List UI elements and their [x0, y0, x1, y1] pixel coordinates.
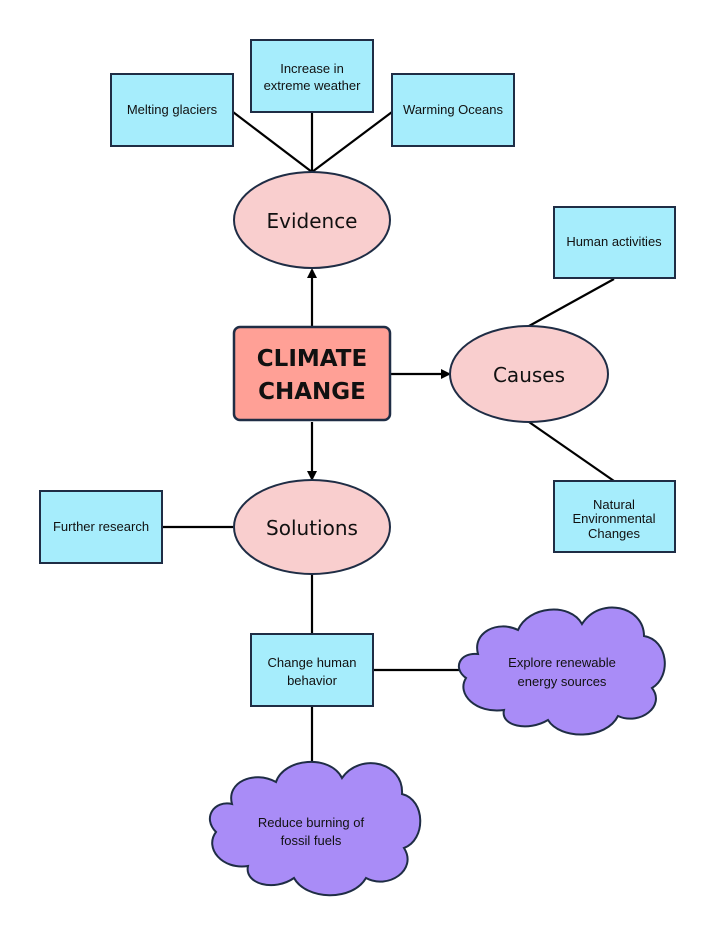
cause-natural-node: Natural Environmental Changes	[553, 480, 676, 553]
center-box	[232, 325, 392, 422]
solution-research-label: Further research	[53, 519, 149, 534]
cause-natural-label-line2: Environmental	[572, 511, 655, 526]
solution-behavior-box	[250, 633, 374, 707]
renewable-label-line1: Explore renewable	[508, 655, 616, 670]
cause-natural-box	[553, 480, 676, 553]
line-evidence-oceans	[311, 111, 393, 173]
cause-natural-label-line3: Changes	[588, 526, 641, 541]
solution-behavior-label-line1: Change human	[268, 655, 357, 670]
cause-human-box	[553, 206, 676, 279]
solution-behavior-node: Change human behavior	[250, 633, 374, 707]
solutions-ellipse	[233, 479, 391, 575]
fossil-label-line1: Reduce burning of	[258, 815, 365, 830]
fossil-label-line2: fossil fuels	[281, 833, 342, 848]
line-causes-natural	[528, 421, 615, 482]
center-label-line1: CLIMATE	[257, 346, 367, 372]
causes-node: Causes	[449, 325, 609, 423]
evidence-oceans-node: Warming Oceans	[391, 73, 515, 147]
line-causes-human	[528, 278, 615, 327]
evidence-oceans-box	[391, 73, 515, 147]
evidence-weather-node: Increase in extreme weather	[250, 39, 374, 113]
solution-research-node: Further research	[39, 490, 163, 564]
evidence-melting-box	[110, 73, 234, 147]
fossil-cloud-shape	[209, 761, 422, 897]
cause-human-label: Human activities	[566, 234, 662, 249]
evidence-label: Evidence	[266, 209, 357, 233]
line-evidence-melting	[232, 111, 313, 173]
renewable-cloud-shape	[457, 606, 666, 736]
cause-natural-label-line1: Natural	[593, 497, 635, 512]
cause-human-node: Human activities	[553, 206, 676, 279]
evidence-node: Evidence	[233, 171, 391, 269]
connectors	[162, 111, 615, 778]
evidence-weather-box	[250, 39, 374, 113]
solution-fossil-cloud: Reduce burning of fossil fuels	[209, 761, 422, 897]
evidence-ellipse	[233, 171, 391, 269]
evidence-oceans-label: Warming Oceans	[403, 102, 503, 117]
solutions-label: Solutions	[266, 516, 358, 540]
renewable-label-line2: energy sources	[518, 674, 607, 689]
solution-behavior-label-line2: behavior	[287, 673, 338, 688]
evidence-melting-label: Melting glaciers	[127, 102, 218, 117]
causes-ellipse	[449, 325, 609, 423]
causes-label: Causes	[493, 363, 565, 387]
center-label-line2: CHANGE	[258, 379, 366, 405]
evidence-weather-label-line2: extreme weather	[264, 78, 361, 93]
solutions-node: Solutions	[233, 479, 391, 575]
solution-research-box	[39, 490, 163, 564]
evidence-melting-node: Melting glaciers	[110, 73, 234, 147]
evidence-weather-label-line1: Increase in	[280, 61, 344, 76]
center-node: CLIMATE CHANGE	[232, 325, 392, 422]
solution-renewable-cloud: Explore renewable energy sources	[457, 606, 666, 736]
